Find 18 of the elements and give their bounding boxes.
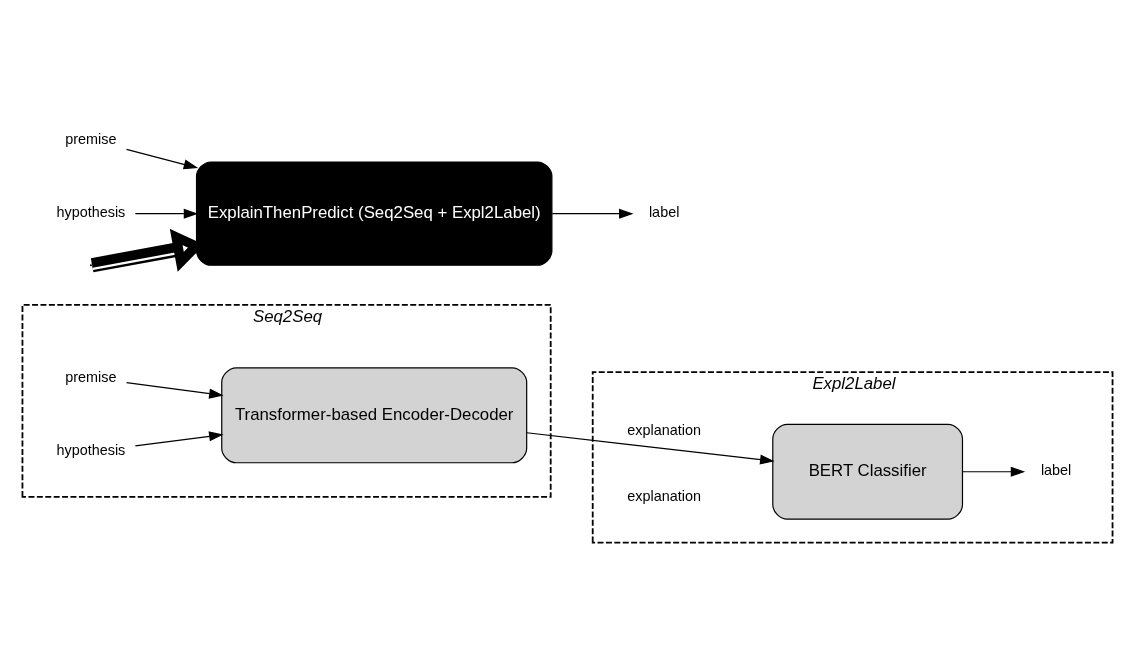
node-box: ExplainThenPredict (Seq2Seq + Expl2Label) <box>195 160 553 266</box>
arrow <box>526 431 775 465</box>
node-text: label <box>648 203 680 220</box>
node-text: premise <box>65 368 117 385</box>
node-text: label <box>1040 461 1072 478</box>
arrow <box>962 466 1026 477</box>
node-text: premise <box>65 130 117 147</box>
arrow <box>551 208 634 219</box>
node-box: Transformer-based Encoder-Decoder <box>221 366 528 463</box>
arrow <box>125 148 199 169</box>
arrow <box>134 208 199 219</box>
node-box: BERT Classifier <box>772 423 964 520</box>
arrow <box>134 430 224 446</box>
node-text: hypothesis <box>56 203 126 220</box>
label: explanation <box>627 487 701 504</box>
node-text: hypothesis <box>56 441 126 458</box>
arrow <box>125 381 224 399</box>
edge-label: explanation <box>627 421 701 438</box>
